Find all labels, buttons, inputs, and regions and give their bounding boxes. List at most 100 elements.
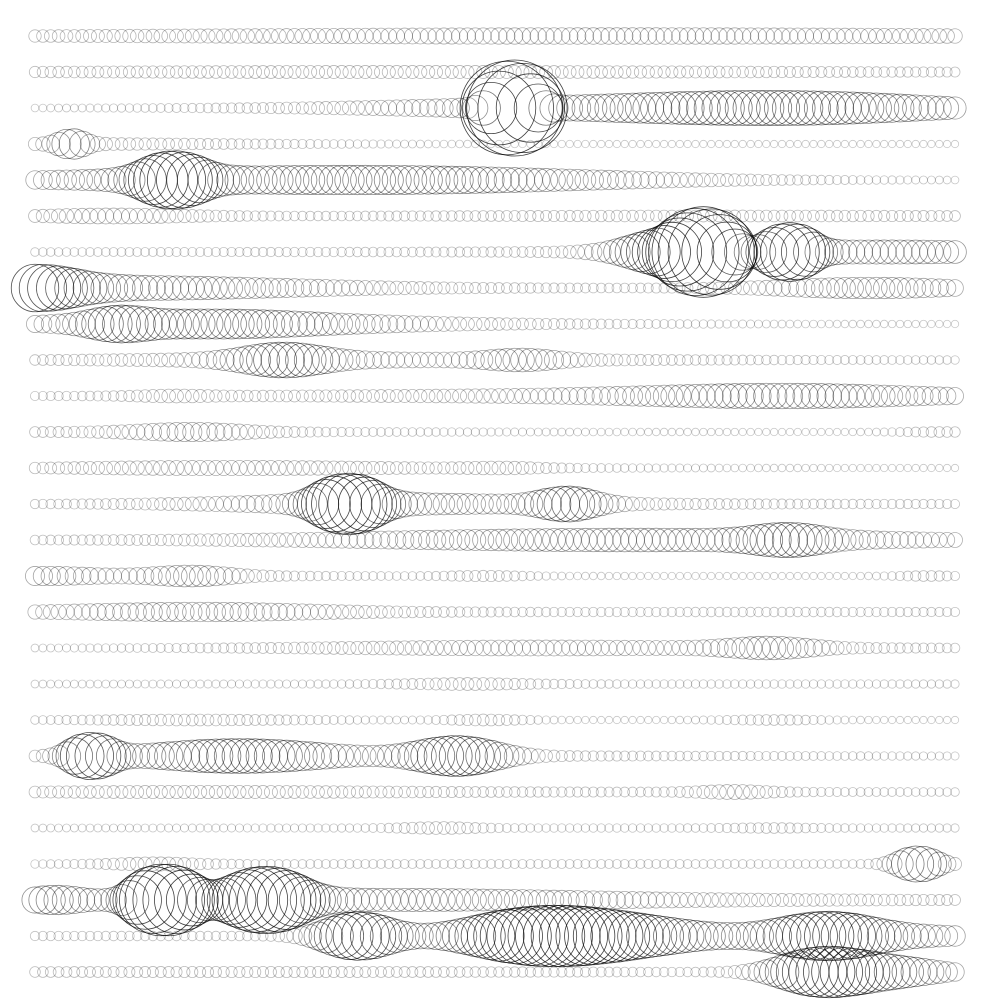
outline-circle: [381, 165, 412, 195]
outline-circle: [413, 388, 428, 404]
outline-circle: [578, 65, 593, 79]
outline-circle: [847, 175, 858, 185]
outline-circle: [84, 858, 96, 870]
outline-circle: [310, 884, 342, 916]
outline-circle: [358, 640, 373, 656]
outline-circle: [876, 856, 892, 872]
outline-circle: [540, 462, 553, 474]
outline-circle: [769, 223, 826, 281]
outline-circle: [911, 715, 920, 725]
outline-circle: [391, 859, 402, 869]
outline-circle: [411, 98, 430, 118]
outline-circle: [674, 859, 685, 869]
outline-circle: [312, 966, 325, 978]
outline-circle: [603, 786, 615, 798]
outline-circle: [159, 422, 179, 442]
outline-circle: [597, 139, 606, 149]
outline-circle: [574, 169, 597, 191]
outline-circle: [212, 276, 236, 300]
outline-circle: [42, 604, 59, 620]
outline-circle: [148, 643, 158, 653]
outline-circle: [911, 175, 921, 185]
outline-circle: [713, 966, 725, 978]
outline-circle: [746, 139, 755, 149]
outline-circle: [469, 569, 482, 583]
outline-circle: [335, 966, 348, 978]
outline-circle: [761, 635, 787, 661]
outline-circle: [234, 858, 245, 870]
outline-circle: [285, 603, 304, 621]
outline-circle: [464, 529, 487, 551]
outline-circle: [446, 966, 458, 978]
outline-circle: [866, 530, 886, 550]
circle-row: [26, 304, 960, 344]
outline-circle: [564, 859, 575, 869]
circle-row: [28, 732, 960, 780]
outline-circle: [422, 966, 435, 978]
outline-circle: [565, 427, 575, 437]
outline-circle: [588, 679, 599, 689]
outline-circle: [657, 65, 671, 79]
outline-circle: [100, 886, 127, 914]
outline-circle: [493, 786, 505, 798]
outline-circle: [855, 787, 866, 797]
outline-circle: [83, 461, 97, 475]
outline-circle: [233, 102, 245, 114]
outline-circle: [644, 527, 669, 553]
outline-circle: [903, 679, 913, 689]
outline-circle: [46, 103, 56, 113]
outline-circle: [895, 715, 905, 725]
outline-circle: [43, 208, 59, 224]
outline-circle: [427, 315, 444, 332]
outline-circle: [547, 65, 561, 79]
outline-circle: [280, 425, 293, 439]
outline-circle: [785, 427, 795, 437]
outline-circle: [675, 679, 685, 689]
outline-circle: [29, 390, 40, 401]
outline-circle: [937, 278, 957, 298]
outline-circle: [100, 247, 111, 257]
outline-circle: [724, 233, 762, 271]
outline-circle: [460, 316, 475, 332]
outline-circle: [502, 139, 511, 149]
outline-circle: [832, 715, 842, 725]
outline-circle: [302, 531, 319, 549]
outline-circle: [239, 424, 256, 440]
outline-circle: [69, 643, 79, 653]
outline-circle: [753, 354, 764, 366]
outline-circle: [329, 823, 339, 833]
outline-circle: [278, 460, 295, 476]
outline-circle: [541, 823, 551, 833]
outline-circle: [564, 966, 576, 978]
outline-circle: [59, 29, 74, 43]
outline-circle: [728, 65, 742, 79]
outline-circle: [647, 91, 681, 125]
outline-circle: [61, 390, 72, 402]
outline-circle: [587, 209, 600, 223]
outline-circle: [107, 274, 136, 302]
outline-circle: [649, 65, 663, 79]
outline-circle: [275, 492, 298, 516]
outline-circle: [336, 859, 347, 869]
outline-circle: [423, 715, 433, 725]
outline-circle: [824, 823, 835, 833]
outline-circle: [495, 73, 565, 143]
outline-circle: [593, 639, 610, 657]
outline-circle: [737, 498, 749, 510]
outline-circle: [225, 389, 238, 403]
outline-circle: [556, 859, 567, 869]
outline-circle: [303, 164, 334, 196]
outline-circle: [720, 281, 734, 295]
outline-circle: [435, 640, 452, 656]
outline-circle: [459, 60, 554, 156]
outline-circle: [899, 28, 916, 44]
outline-circle: [918, 959, 945, 985]
outline-circle: [636, 139, 645, 149]
outline-circle: [679, 891, 696, 909]
outline-circle: [346, 744, 369, 768]
outline-circle: [850, 529, 871, 551]
circle-row: [29, 421, 961, 443]
outline-circle: [811, 946, 863, 998]
outline-circle: [509, 859, 520, 869]
outline-circle: [427, 27, 445, 45]
